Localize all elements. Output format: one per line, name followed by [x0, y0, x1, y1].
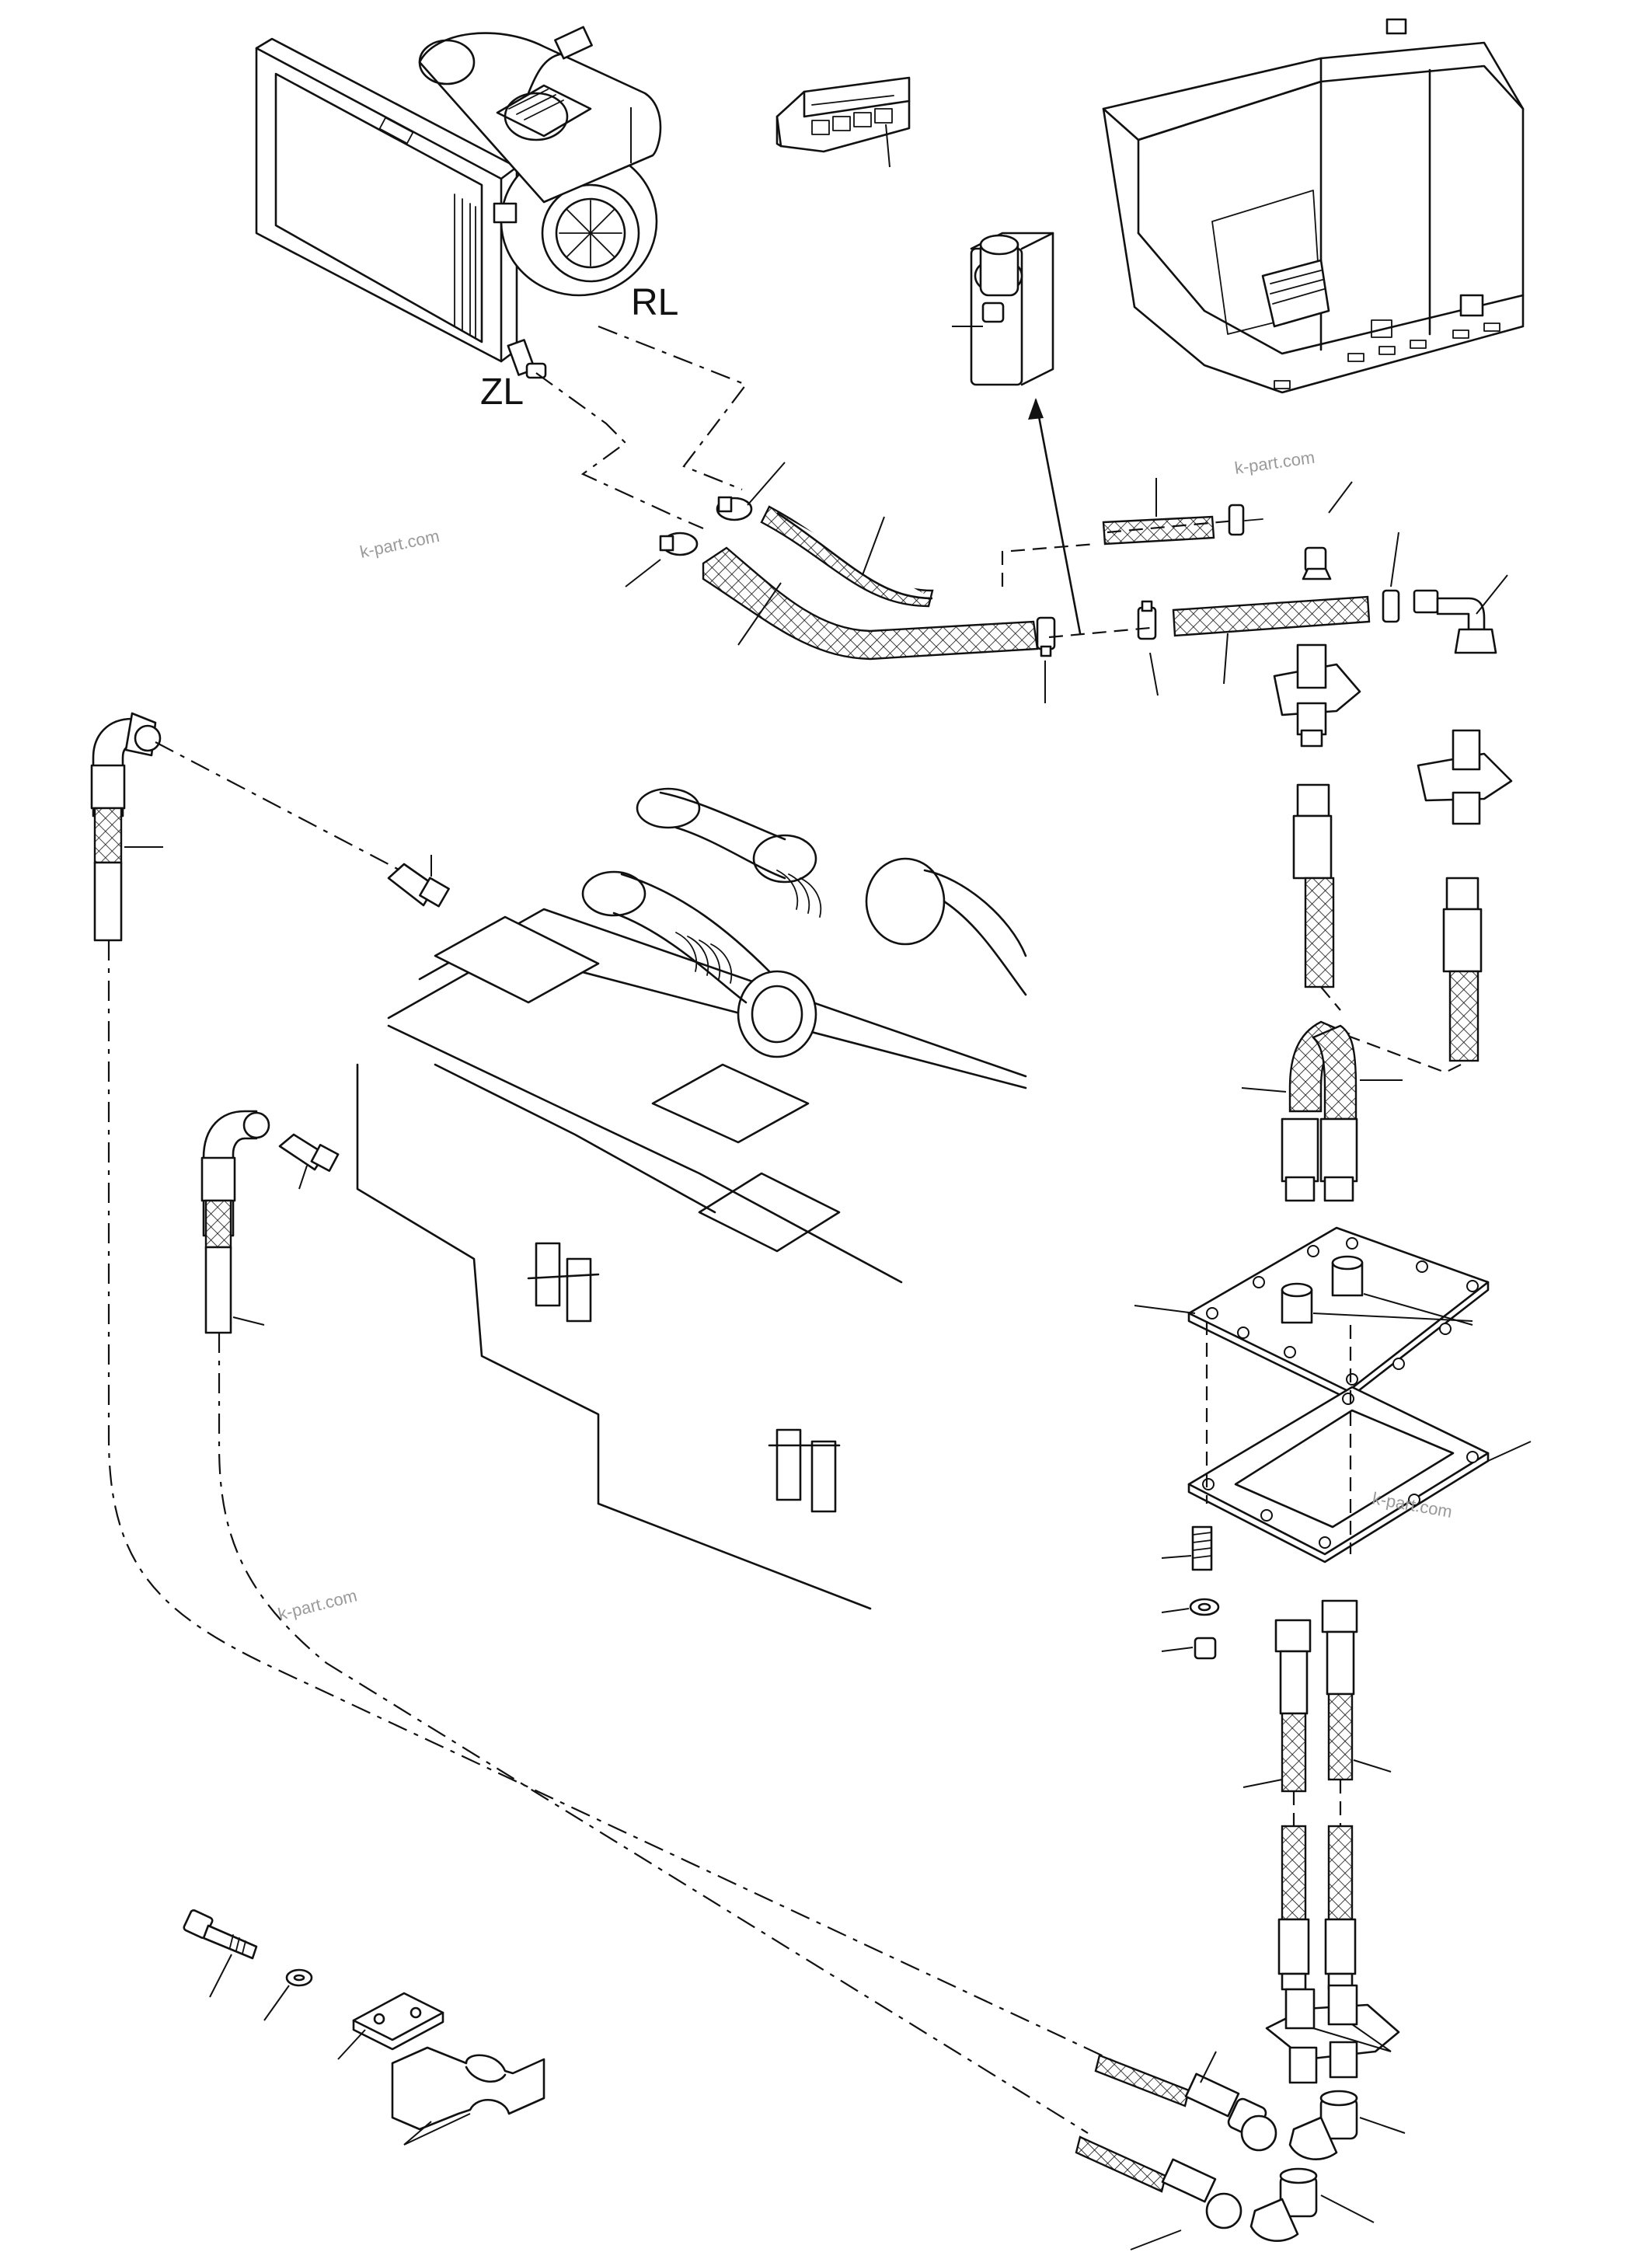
valve-leader-line: [1034, 399, 1082, 635]
vertical-hose-assembly: [1134, 643, 1532, 2242]
return-line-label: RL: [631, 282, 678, 323]
watermark: k-part.com: [1233, 448, 1316, 478]
solenoid-valve: [952, 232, 1054, 386]
upper-hoses: [535, 325, 1508, 703]
watermark: k-part.com: [358, 526, 441, 562]
arrow-head: [1028, 398, 1044, 420]
heater-unit: [255, 26, 662, 379]
engine-block: [356, 787, 1027, 1610]
operator-cab: [1102, 18, 1525, 394]
control-panel: [775, 76, 911, 168]
clamp-hardware: [183, 1909, 545, 2146]
supply-line-label: ZL: [480, 371, 524, 413]
watermark: k-part.com: [276, 1585, 359, 1623]
left-hoses: [90, 712, 1277, 2250]
